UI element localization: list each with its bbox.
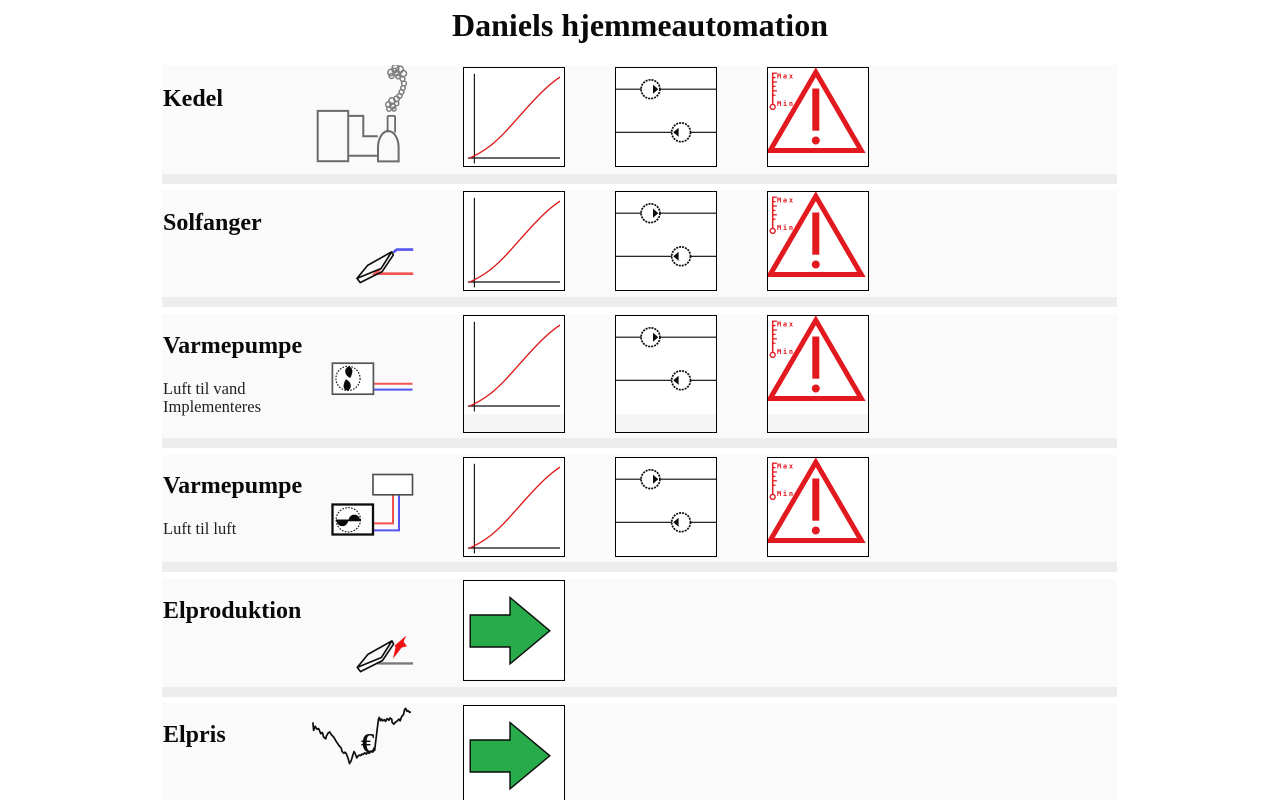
row-separator (162, 687, 1117, 697)
alarm-max-label: Max (777, 462, 795, 470)
green-arrow-icon (464, 705, 564, 800)
kedel-performance-curve-icon[interactable] (463, 66, 565, 167)
green-arrow-icon (464, 580, 564, 679)
alarm-min-label: Min (777, 224, 795, 232)
euro-symbol: € (361, 728, 375, 758)
row-label-elpris: Elpris (163, 721, 226, 748)
price-graph-icon: € (312, 707, 412, 765)
row-label-varmepumpe-luft-luft: Varmepumpe (163, 473, 303, 500)
solar-panel-icon (356, 248, 414, 284)
row-elpris: Elpris € (162, 703, 1117, 800)
alarm-min-label: Min (777, 348, 795, 356)
alarm-min-label: Min (777, 490, 795, 498)
pump-diagram-icon (616, 316, 716, 414)
row-elproduktion: Elproduktion (162, 579, 1117, 687)
alarm-max-label: Max (777, 72, 795, 80)
performance-curve-icon (464, 316, 564, 414)
page-title: Daniels hjemmeautomation (452, 7, 828, 43)
row-label-kedel: Kedel (163, 85, 223, 112)
row-separator (162, 438, 1117, 448)
row-separator (162, 297, 1117, 307)
performance-curve-icon (464, 192, 564, 290)
row-separator (162, 562, 1117, 572)
alarm-min-label: Min (777, 100, 795, 108)
varmepumpe-luft-luft-pump-diagram-icon[interactable] (615, 456, 717, 557)
pump-diagram-icon (616, 192, 716, 290)
row-subtext-line: Luft til luft (163, 519, 237, 539)
row-label-varmepumpe-luft-vand: Varmepumpe (163, 333, 303, 360)
alarm-max-label: Max (777, 321, 795, 329)
row-subtext-line: Implementeres (163, 396, 262, 416)
varmepumpe-luft-luft-performance-curve-icon[interactable] (463, 456, 565, 557)
solfanger-pump-diagram-icon[interactable] (615, 191, 717, 291)
elpris-green-arrow-icon[interactable] (463, 704, 565, 800)
performance-curve-icon (464, 457, 564, 556)
varmepumpe-luft-vand-pump-diagram-icon[interactable] (615, 315, 717, 433)
pump-diagram-icon (616, 67, 716, 166)
solar-electric-icon (356, 635, 413, 673)
kedel-pump-diagram-icon[interactable] (615, 66, 717, 167)
row-label-elproduktion: Elproduktion (163, 598, 302, 625)
pump-diagram-icon (616, 457, 716, 556)
row-subtext-varmepumpe-luft-luft: Luft til luft (163, 520, 236, 538)
heat-pump-air-air-icon (331, 473, 414, 536)
row-subtext-line: Luft til vand (163, 379, 246, 399)
heat-pump-air-water-icon (331, 362, 413, 396)
alarm-max-label: Max (777, 197, 795, 205)
solfanger-performance-curve-icon[interactable] (463, 191, 565, 291)
varmepumpe-luft-vand-performance-curve-icon[interactable] (463, 315, 565, 433)
elproduktion-green-arrow-icon[interactable] (463, 579, 565, 681)
row-separator (162, 173, 1117, 184)
boiler-icon (316, 64, 408, 162)
row-label-solfanger: Solfanger (163, 210, 262, 236)
performance-curve-icon (464, 67, 564, 166)
